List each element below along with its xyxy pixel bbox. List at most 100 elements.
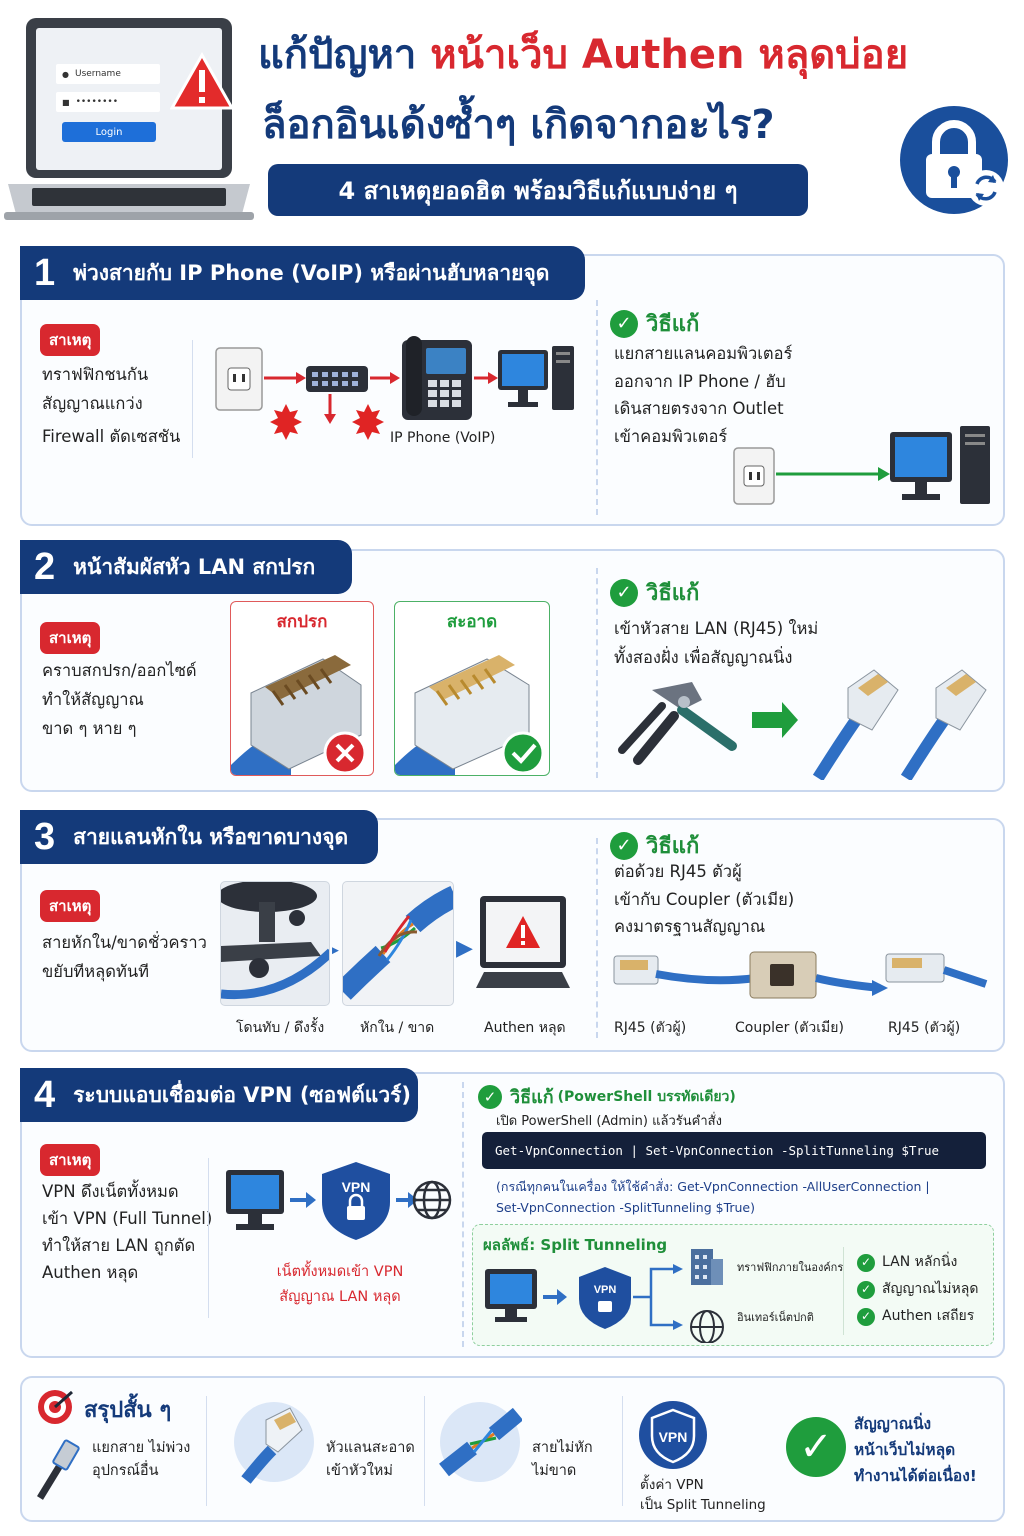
- computer-icon: [890, 426, 990, 504]
- fix-label: วิธีแก้: [646, 834, 700, 859]
- section-3-header: 3 สายแลนหักใน หรือขาดบางจุด: [20, 810, 378, 864]
- fix-item: ต่อด้วย RJ45 ตัวผู้: [614, 862, 742, 881]
- lock-refresh-icon: [900, 106, 1008, 214]
- fix-note: (PowerShell บรรทัดเดียว): [557, 1088, 736, 1105]
- fix-heading-3: ✓ วิธีแก้: [610, 828, 699, 863]
- crimping-tool-icon: [618, 682, 737, 765]
- check-icon: ✓: [610, 831, 638, 860]
- result-item: ✓สัญญาณไม่หลุด: [857, 1276, 978, 1303]
- login-button[interactable]: Login: [62, 122, 156, 142]
- vpn-label: VPN: [594, 1284, 617, 1296]
- page-title: แก้ปัญหา หน้าเว็บ Authen หลุดบ่อย: [258, 22, 908, 86]
- title-part2: หน้าเว็บ Authen หลุดบ่อย: [430, 32, 909, 78]
- office-building-icon: [691, 1249, 723, 1285]
- laptop-icon: [4, 18, 254, 220]
- chair-crush-image: [220, 881, 330, 1006]
- cause-item: ขยับทีหลุดทันที: [42, 962, 150, 981]
- dirty-connector-panel: สกปรก: [230, 601, 374, 776]
- section-1-fixes: แยกสายแลนคอมพิวเตอร์ ออกจาก IP Phone / ฮ…: [614, 340, 792, 450]
- broken-cable-image: [342, 881, 454, 1006]
- full-tunnel-warning: เน็ตทั้งหมดเข้า VPN สัญญาณ LAN หลุด: [276, 1264, 404, 1305]
- vpn-shield-icon: [579, 1267, 631, 1329]
- result-title: ผลลัพธ์: Split Tunneling: [483, 1236, 668, 1254]
- route-corp-label: ทราฟฟิกภายในองค์กร: [737, 1261, 844, 1274]
- check-icon: ✓: [610, 578, 638, 607]
- cause-item: ทำให้สาย LAN ถูกตัด: [42, 1236, 196, 1255]
- check-icon: ✓: [478, 1084, 502, 1109]
- collision-icon: [352, 404, 384, 440]
- check-icon: ✓: [857, 1253, 875, 1272]
- summary-item-4: ตั้งค่า VPN เป็น Split Tunneling: [640, 1477, 766, 1513]
- fix-label: วิธีแก้: [646, 581, 700, 606]
- cause-badge-1: สาเหตุ: [40, 324, 101, 356]
- globe-icon: [690, 1310, 724, 1343]
- cause-item: เข้า VPN (Full Tunnel): [42, 1209, 213, 1228]
- computer-icon: [498, 346, 574, 410]
- arrow-right-icon: [752, 702, 798, 738]
- cable-plug-icon: [37, 1439, 80, 1500]
- section-3-caption: Authen หลุด: [484, 1020, 566, 1036]
- username-field[interactable]: ● Username: [56, 64, 160, 84]
- section-3-fixes: ต่อด้วย RJ45 ตัวผู้ เข้ากับ Coupler (ตัว…: [614, 858, 794, 941]
- username-placeholder: Username: [74, 69, 121, 79]
- final-check-icon: ✓: [786, 1417, 846, 1477]
- cause-item: ทำให้สัญญาณ: [42, 690, 144, 709]
- fix-caption: RJ45 (ตัวผู้): [888, 1020, 961, 1036]
- cause-item: สายหักใน/ขาดชั่วคราว: [42, 933, 207, 952]
- full-tunnel-diagram: VPN: [226, 1162, 452, 1240]
- section-3-title: สายแลนหักใน หรือขาดบางจุด: [73, 824, 349, 849]
- cable-wires-icon: [439, 1402, 522, 1482]
- section-2-fixes: เข้าหัวสาย LAN (RJ45) ใหม่ ทั้งสองฝั่ง เ…: [614, 614, 818, 672]
- fix-label: วิธีแก้: [646, 312, 700, 337]
- cause-item: คราบสกปรก/ออกไซด์: [42, 661, 197, 680]
- rj45-male-icon: [613, 955, 659, 985]
- fix-item: เดินสายตรงจาก Outlet: [614, 399, 784, 418]
- vpn-label: VPN: [342, 1179, 371, 1195]
- section-1-fix-diagram: [733, 426, 990, 505]
- cause-item: Authen หลุด: [42, 1263, 139, 1282]
- lock-icon: ■: [62, 97, 70, 107]
- password-mask: ••••••••: [75, 97, 119, 107]
- powershell-command[interactable]: Get-VpnConnection | Set-VpnConnection -S…: [482, 1132, 986, 1169]
- section-4-title: ระบบแอบเชื่อมต่อ VPN (ซอฟต์แวร์): [73, 1082, 411, 1107]
- fix-caption: Coupler (ตัวเมีย): [735, 1020, 844, 1036]
- fix-heading-2: ✓ วิธีแก้: [610, 575, 699, 610]
- warning-icon: [170, 52, 234, 110]
- fix-caption: RJ45 (ตัวผู้): [614, 1020, 687, 1036]
- fix-item: เข้ากับ Coupler (ตัวเมีย): [614, 889, 795, 909]
- title-part1: แก้ปัญหา: [258, 32, 431, 78]
- cause-item: VPN ดึงเน็ตทั้งหมด: [42, 1182, 179, 1201]
- section-2-header: 2 หน้าสัมผัสหัว LAN สกปรก: [20, 540, 352, 594]
- fix-item: เข้าคอมพิวเตอร์: [614, 426, 728, 446]
- split-tunnel-diagram: VPN: [485, 1249, 724, 1343]
- section-3-fix-diagram: [613, 951, 988, 999]
- section-2-fix-diagram: [618, 669, 987, 780]
- section-3-causes: สายหักใน/ขาดชั่วคราว ขยับทีหลุดทันที: [42, 928, 207, 986]
- clean-label: สะอาด: [446, 612, 498, 632]
- section-1-header: 1 พ่วงสายกับ IP Phone (VoIP) หรือผ่านฮับ…: [20, 246, 585, 300]
- check-icon: ✓: [857, 1307, 875, 1326]
- section-1-title: พ่วงสายกับ IP Phone (VoIP) หรือผ่านฮับหล…: [73, 260, 550, 285]
- ip-phone-caption: IP Phone (VoIP): [390, 430, 496, 446]
- dirty-rj45-icon: [231, 655, 367, 775]
- target-icon: [38, 1390, 73, 1424]
- result-list: ✓LAN หลักนิ่ง ✓สัญญาณไม่หลุด ✓Authen เสถ…: [857, 1249, 978, 1330]
- authen-lost-computer-icon: [476, 896, 570, 988]
- vpn-shield-icon: [322, 1162, 390, 1240]
- route-internet-label: อินเทอร์เน็ตปกติ: [737, 1311, 814, 1324]
- check-icon: ✓: [857, 1280, 875, 1299]
- vpn-label: VPN: [659, 1429, 688, 1445]
- password-field[interactable]: ■ ••••••••: [56, 92, 160, 112]
- globe-icon: [412, 1180, 452, 1220]
- cause-item: Firewall ตัดเซสชัน: [42, 427, 181, 446]
- check-icon: ✓: [610, 309, 638, 338]
- fix-item: คงมาตรฐานสัญญาณ: [614, 917, 766, 936]
- fix-item: แยกสายแลนคอมพิวเตอร์: [614, 344, 793, 363]
- alt-command-note: (กรณีทุกคนในเครื่อง ให้ใช้คำสั่ง: Get-Vp…: [496, 1179, 930, 1215]
- hub-icon: [306, 366, 368, 392]
- section-3-number: 3: [34, 815, 56, 858]
- cause-badge-4: สาเหตุ: [40, 1144, 101, 1176]
- summary-title: สรุปสั้น ๆ: [84, 1398, 172, 1423]
- summary-item-3: สายไม่หัก ไม่ขาด: [532, 1440, 593, 1479]
- clean-connector-panel: สะอาด: [394, 601, 550, 776]
